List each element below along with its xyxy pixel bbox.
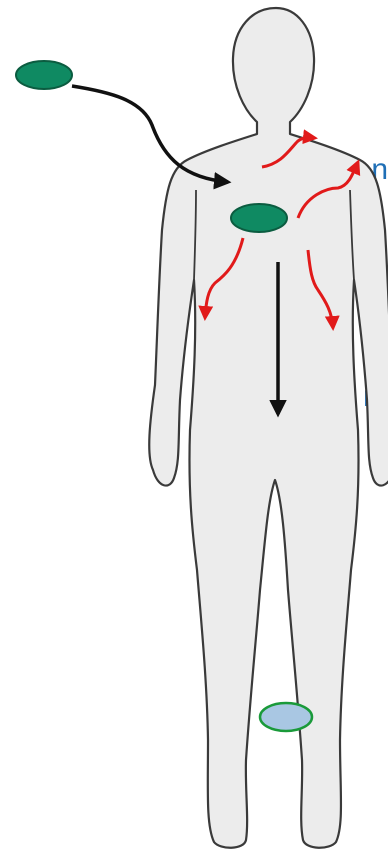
blue-oval-icon (260, 703, 312, 731)
green-oval-icon (16, 61, 72, 89)
chest-green-oval-icon (231, 204, 287, 232)
